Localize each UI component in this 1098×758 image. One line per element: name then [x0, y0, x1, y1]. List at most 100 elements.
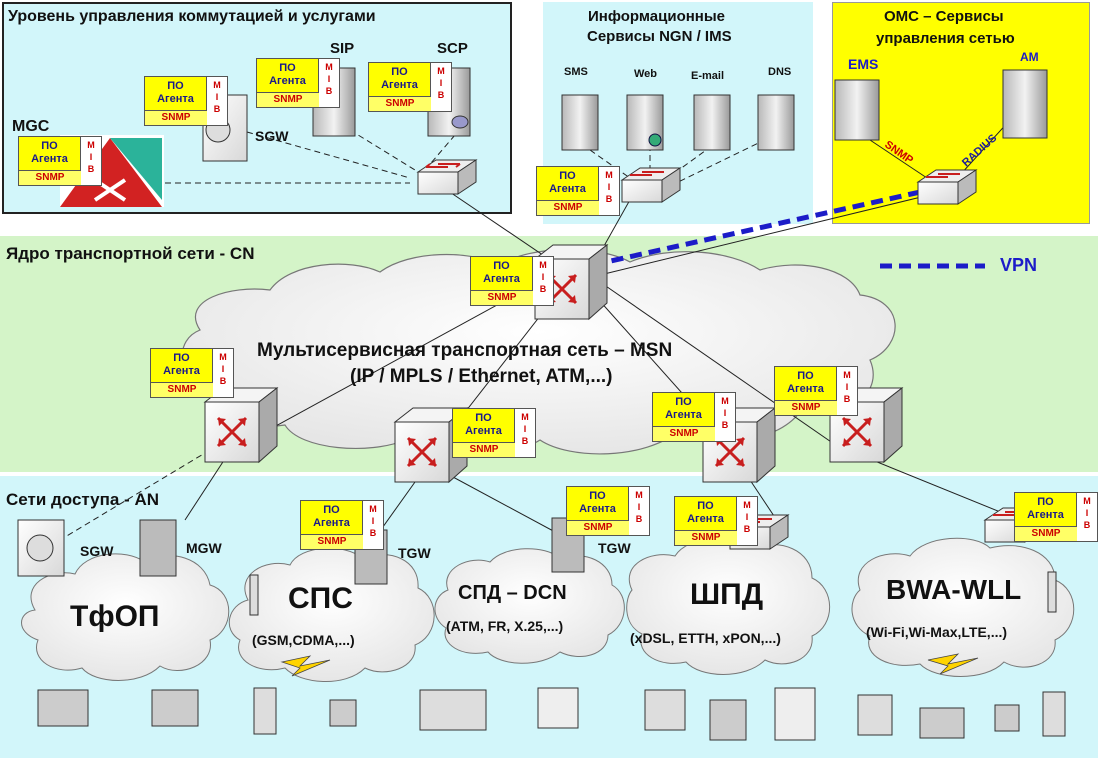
tfop-cloud-label: ТфОП [70, 600, 160, 633]
msn-subtitle: (IP / MPLS / Ethernet, ATM,...) [350, 366, 613, 387]
mib-m: M [219, 352, 227, 362]
lightning-icon-1 [280, 655, 331, 677]
agent-po-text: ПО [493, 260, 510, 272]
mib-m: M [437, 66, 445, 76]
bwa-cloud [851, 537, 1075, 677]
am-label: AM [1020, 50, 1039, 64]
sps-cloud-sublabel: (GSM,CDMA,...) [252, 632, 355, 648]
mib-m: M [369, 504, 377, 514]
agent-snmp-text: SNMP [653, 427, 715, 441]
tfop-cloud [21, 553, 230, 681]
mib-b: B [521, 436, 529, 446]
agent-name-text: Агента [549, 183, 586, 195]
mib-i: I [221, 364, 225, 374]
agent-name-text: Агента [163, 365, 200, 377]
mib-b: B [437, 90, 445, 100]
agent-name-text: Агента [31, 153, 68, 165]
mib-m: M [721, 396, 729, 406]
shpd-cloud-sublabel: (xDSL, ETTH, xPON,...) [630, 630, 781, 646]
mib-m: M [87, 140, 95, 150]
mib-m: M [213, 80, 221, 90]
spd-cloud-label: СПД – DCN [458, 582, 567, 604]
mib-i: I [607, 182, 611, 192]
email-label: E-mail [691, 70, 725, 82]
mib-i: I [723, 408, 727, 418]
bwa-cloud-sublabel: (Wi-Fi,Wi-Max,LTE,...) [866, 624, 1008, 640]
sip-label: SIP [330, 40, 355, 57]
agent-po-text: ПО [323, 504, 340, 516]
agent-po-text: ПО [559, 170, 576, 182]
mib-m: M [605, 170, 613, 180]
mib-b: B [743, 524, 751, 534]
router-icons [203, 243, 904, 484]
mib-i: I [215, 92, 219, 102]
agent-name-text: Агента [787, 383, 824, 395]
lightning-icon-2 [927, 653, 979, 675]
mib-b: B [219, 376, 227, 386]
agent-po-text: ПО [697, 500, 714, 512]
agent-po-text: ПО [173, 352, 190, 364]
mib-i: I [371, 516, 375, 526]
info-services-title-line2: Сервисы NGN / IMS [587, 28, 732, 45]
control-level-title: Уровень управления коммутацией и услугам… [8, 8, 376, 25]
tgw2-label: TGW [598, 540, 631, 556]
agent-name-text: Агента [465, 425, 502, 437]
mib-m: M [539, 260, 547, 270]
spd-cloud [434, 548, 625, 664]
agent-snmp-text: SNMP [1015, 527, 1077, 541]
spd-cloud-sublabel: (ATM, FR, X.25,...) [446, 618, 564, 634]
mib-b: B [87, 164, 95, 174]
mib-m: M [1083, 496, 1091, 506]
agent-name-text: Агента [483, 273, 520, 285]
mgw-label: MGW [186, 540, 222, 556]
bwa-cloud-label: BWA-WLL [886, 574, 1022, 605]
mib-i: I [327, 74, 331, 84]
agent-po-text: ПО [1037, 496, 1054, 508]
mgc-label: MGC [12, 118, 50, 135]
agent-snmp-text: SNMP [567, 521, 629, 535]
dns-label: DNS [768, 66, 792, 78]
mib-b: B [843, 394, 851, 404]
web-label: Web [634, 68, 658, 80]
mib-i: I [745, 512, 749, 522]
sps-cloud-label: СПС [288, 582, 353, 615]
agent-snmp-text: SNMP [369, 97, 431, 111]
vpn-link [592, 189, 921, 268]
mib-m: M [325, 62, 333, 72]
mib-b: B [325, 86, 333, 96]
agent-po-text: ПО [279, 62, 296, 74]
mib-b: B [539, 284, 547, 294]
agent-po-text: ПО [391, 66, 408, 78]
mib-i: I [439, 78, 443, 88]
mib-b: B [369, 528, 377, 538]
tgw1-label: TGW [398, 545, 431, 561]
agent-name-text: Агента [687, 513, 724, 525]
mib-b: B [635, 514, 643, 524]
msn-title: Мультисервисная транспортная сеть – MSN [257, 340, 673, 361]
mib-m: M [521, 412, 529, 422]
mib-i: I [1085, 508, 1089, 518]
mib-i: I [523, 424, 527, 434]
mib-b: B [213, 104, 221, 114]
antenna-icons [249, 571, 1057, 616]
mib-i: I [541, 272, 545, 282]
agent-snmp-text: SNMP [301, 535, 363, 549]
agent-name-text: Агента [157, 93, 194, 105]
core-network-title: Ядро транспортной сети - CN [6, 244, 255, 263]
agent-name-text: Агента [269, 75, 306, 87]
vpn-legend-label: VPN [1000, 255, 1038, 275]
sgw-access-label: SGW [80, 543, 114, 559]
agent-name-text: Агента [579, 503, 616, 515]
agent-po-text: ПО [675, 396, 692, 408]
agent-snmp-text: SNMP [775, 401, 837, 415]
mib-i: I [845, 382, 849, 392]
